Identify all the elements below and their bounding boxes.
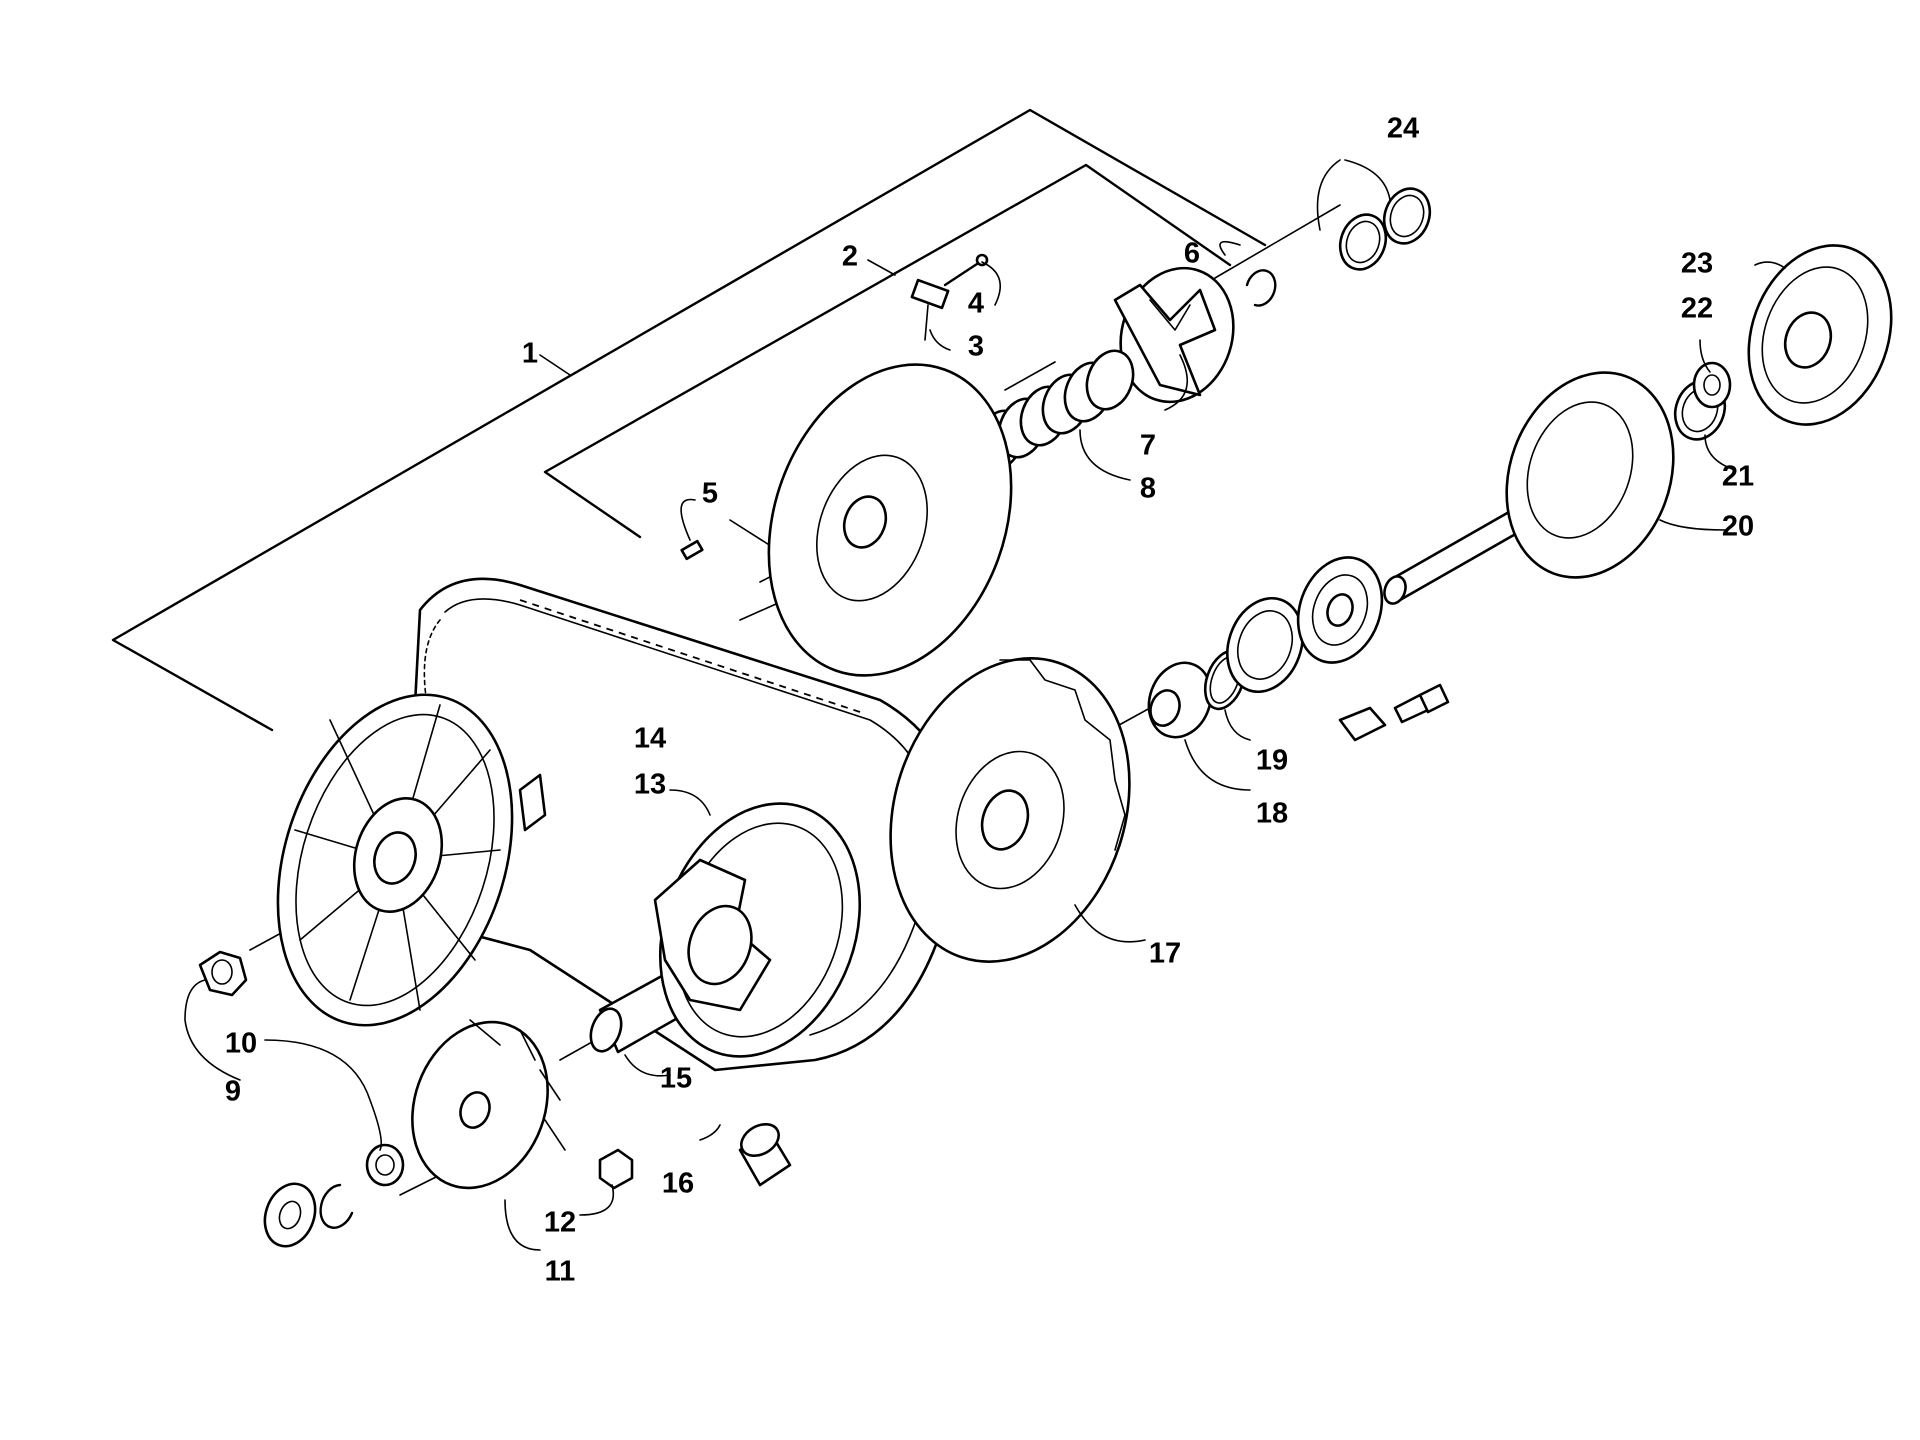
callout-24: 24 <box>1387 113 1419 145</box>
output-shaft-part-20 <box>1383 371 1675 605</box>
callout-6: 6 <box>1184 238 1200 270</box>
clutch-shoe-part-23 <box>1747 244 1893 426</box>
callout-8: 8 <box>1140 473 1156 505</box>
callout-9: 9 <box>225 1076 241 1108</box>
bolt-and-plate <box>1338 683 1450 742</box>
movable-sheave-part-2 <box>767 363 1013 677</box>
bearing-inner <box>1296 556 1384 664</box>
callout-15: 15 <box>660 1063 692 1095</box>
drive-clutch-part-13 <box>653 802 862 1058</box>
ring-pair-part-24 <box>1338 187 1432 271</box>
cam-part-7 <box>1113 266 1235 404</box>
pin-part-4 <box>943 253 989 287</box>
callout-labels: 1 2 3 4 5 6 7 8 9 10 11 12 13 14 15 16 1… <box>225 113 1754 1288</box>
slider-part-12 <box>598 1148 634 1190</box>
callout-3: 3 <box>968 331 984 363</box>
callout-14: 14 <box>634 723 666 755</box>
callout-19: 19 <box>1256 745 1288 777</box>
callout-11: 11 <box>545 1256 576 1288</box>
callout-4: 4 <box>968 288 984 320</box>
callout-20: 20 <box>1722 511 1754 543</box>
slider-part-3 <box>910 278 950 341</box>
bushing-part-22 <box>1692 361 1732 409</box>
callout-16: 16 <box>662 1168 694 1200</box>
callout-18: 18 <box>1256 798 1288 830</box>
nut-part-10 <box>365 1143 405 1187</box>
bracket-assembly-2 <box>543 163 1232 539</box>
callout-12: 12 <box>544 1207 576 1239</box>
callout-17: 17 <box>1149 938 1181 970</box>
callout-10: 10 <box>225 1028 257 1060</box>
bracket-assembly-1 <box>111 108 1267 732</box>
bearing-outer <box>1226 596 1304 694</box>
bushing-part-16 <box>738 1122 792 1187</box>
callout-22: 22 <box>1681 293 1713 325</box>
callout-1: 1 <box>522 338 538 370</box>
driven-pulley-part-1 <box>276 693 547 1027</box>
callout-5: 5 <box>702 478 718 510</box>
callout-13: 13 <box>634 769 666 801</box>
callout-21: 21 <box>1722 461 1754 493</box>
callout-23: 23 <box>1681 248 1713 280</box>
fan-part-11 <box>411 1019 566 1190</box>
retaining-washer <box>263 1182 354 1248</box>
leader-lines <box>184 159 1786 1251</box>
snap-ring-part-6 <box>1245 269 1277 307</box>
pin-part-5 <box>680 539 704 561</box>
callout-2: 2 <box>842 241 858 273</box>
spacer-part-18 <box>1147 661 1213 739</box>
nut-part-9 <box>198 950 248 997</box>
fixed-sheave-part-17 <box>889 657 1131 963</box>
callout-7: 7 <box>1140 430 1156 462</box>
